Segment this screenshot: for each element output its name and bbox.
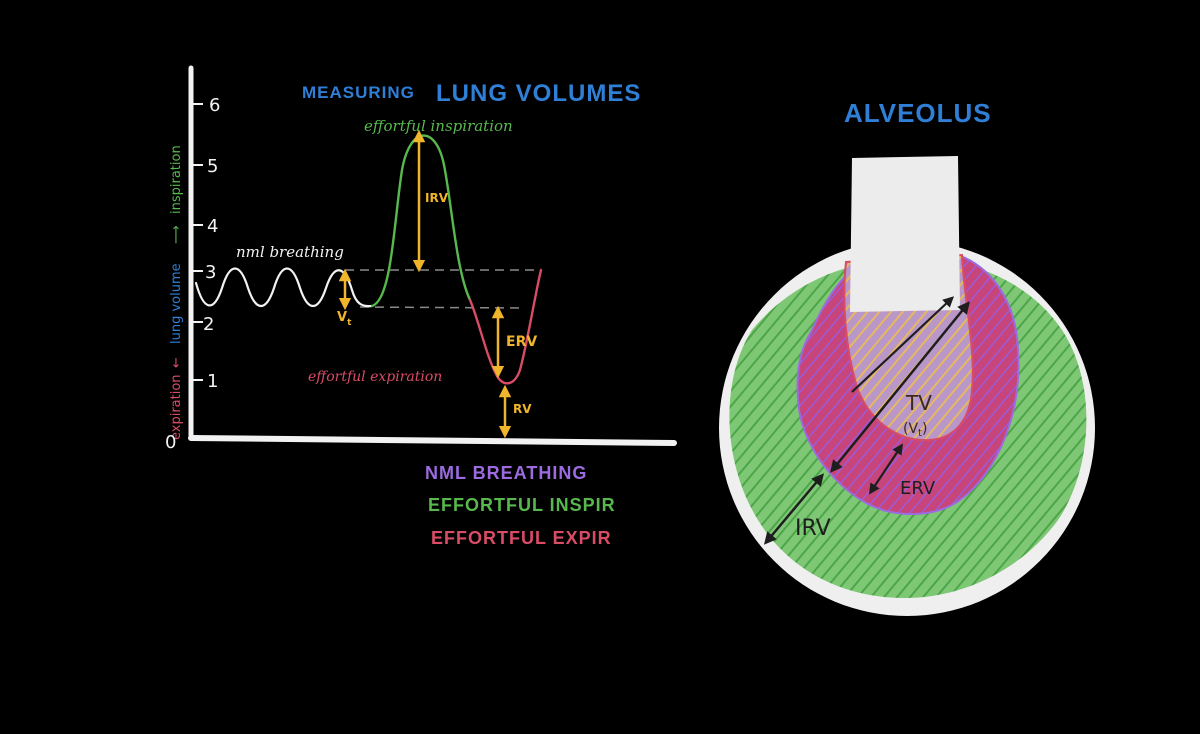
- tv-arrow: [830, 301, 970, 473]
- tv-arrow-inner: [851, 296, 955, 393]
- effortful-inspiration-curve: [370, 134, 472, 308]
- y-tick-2: 2: [203, 314, 214, 335]
- label-rv: RV: [513, 402, 532, 416]
- label-effortful-inspiration: effortful inspiration: [364, 117, 513, 135]
- irv-arrow-alveolus: [763, 473, 825, 545]
- y-tick-4: 4: [207, 216, 218, 237]
- legend-effortful-expir: EFFORTFUL EXPIR: [431, 528, 612, 548]
- y-tick-5: 5: [207, 156, 218, 177]
- y-tick-3: 3: [205, 262, 216, 283]
- y-tick-6: 6: [209, 95, 220, 116]
- dashed-line-bottom: [359, 306, 521, 309]
- alveolus-diagram: ALVEOLUS TV (Vt) ERV IRV: [719, 98, 1095, 616]
- graph-title-lung-volumes: LUNG VOLUMES: [436, 80, 641, 107]
- label-tidal-volume: Vt: [337, 310, 352, 328]
- alveolus-label-tv: TV: [905, 391, 932, 415]
- alveolus-label-irv: IRV: [795, 516, 831, 541]
- y-axis-label: expiration ← lung volume ⟶ inspiration: [169, 145, 184, 440]
- y-axis-label-lung-volume: lung volume: [169, 263, 184, 344]
- label-normal-breathing: nml breathing: [236, 243, 344, 261]
- x-axis-line: [188, 435, 677, 446]
- y-axis-label-expiration: expiration: [169, 374, 184, 440]
- erv-arrow-alveolus: [868, 443, 904, 495]
- legend-effortful-inspir: EFFORTFUL INSPIR: [428, 495, 616, 515]
- arrow-down-icon: ←: [169, 357, 184, 368]
- y-tick-labels: 0 1 2 3 4 5 6: [165, 95, 220, 453]
- y-tick-1: 1: [207, 371, 218, 392]
- label-erv: ERV: [506, 334, 537, 350]
- graph-legend: NML BREATHING EFFORTFUL INSPIR EFFORTFUL…: [425, 463, 616, 548]
- label-irv: IRV: [425, 191, 449, 205]
- arrow-up-icon: ⟶: [169, 225, 184, 244]
- alveolus-label-vt: (Vt): [903, 421, 927, 439]
- alveolus-title: ALVEOLUS: [844, 98, 992, 128]
- y-ticks: [191, 103, 203, 381]
- effortful-expiration-curve: [468, 268, 543, 385]
- alveolus-airway: [850, 156, 960, 312]
- lung-volume-graph: MEASURING LUNG VOLUMES expiration ← lung…: [165, 65, 677, 548]
- y-axis-label-inspiration: inspiration: [169, 145, 184, 214]
- label-effortful-expiration: effortful expiration: [308, 369, 442, 385]
- graph-title-measuring: MEASURING: [302, 83, 415, 102]
- alveolus-label-erv: ERV: [900, 478, 936, 499]
- legend-normal-breathing: NML BREATHING: [425, 463, 587, 483]
- y-tick-0: 0: [165, 432, 176, 453]
